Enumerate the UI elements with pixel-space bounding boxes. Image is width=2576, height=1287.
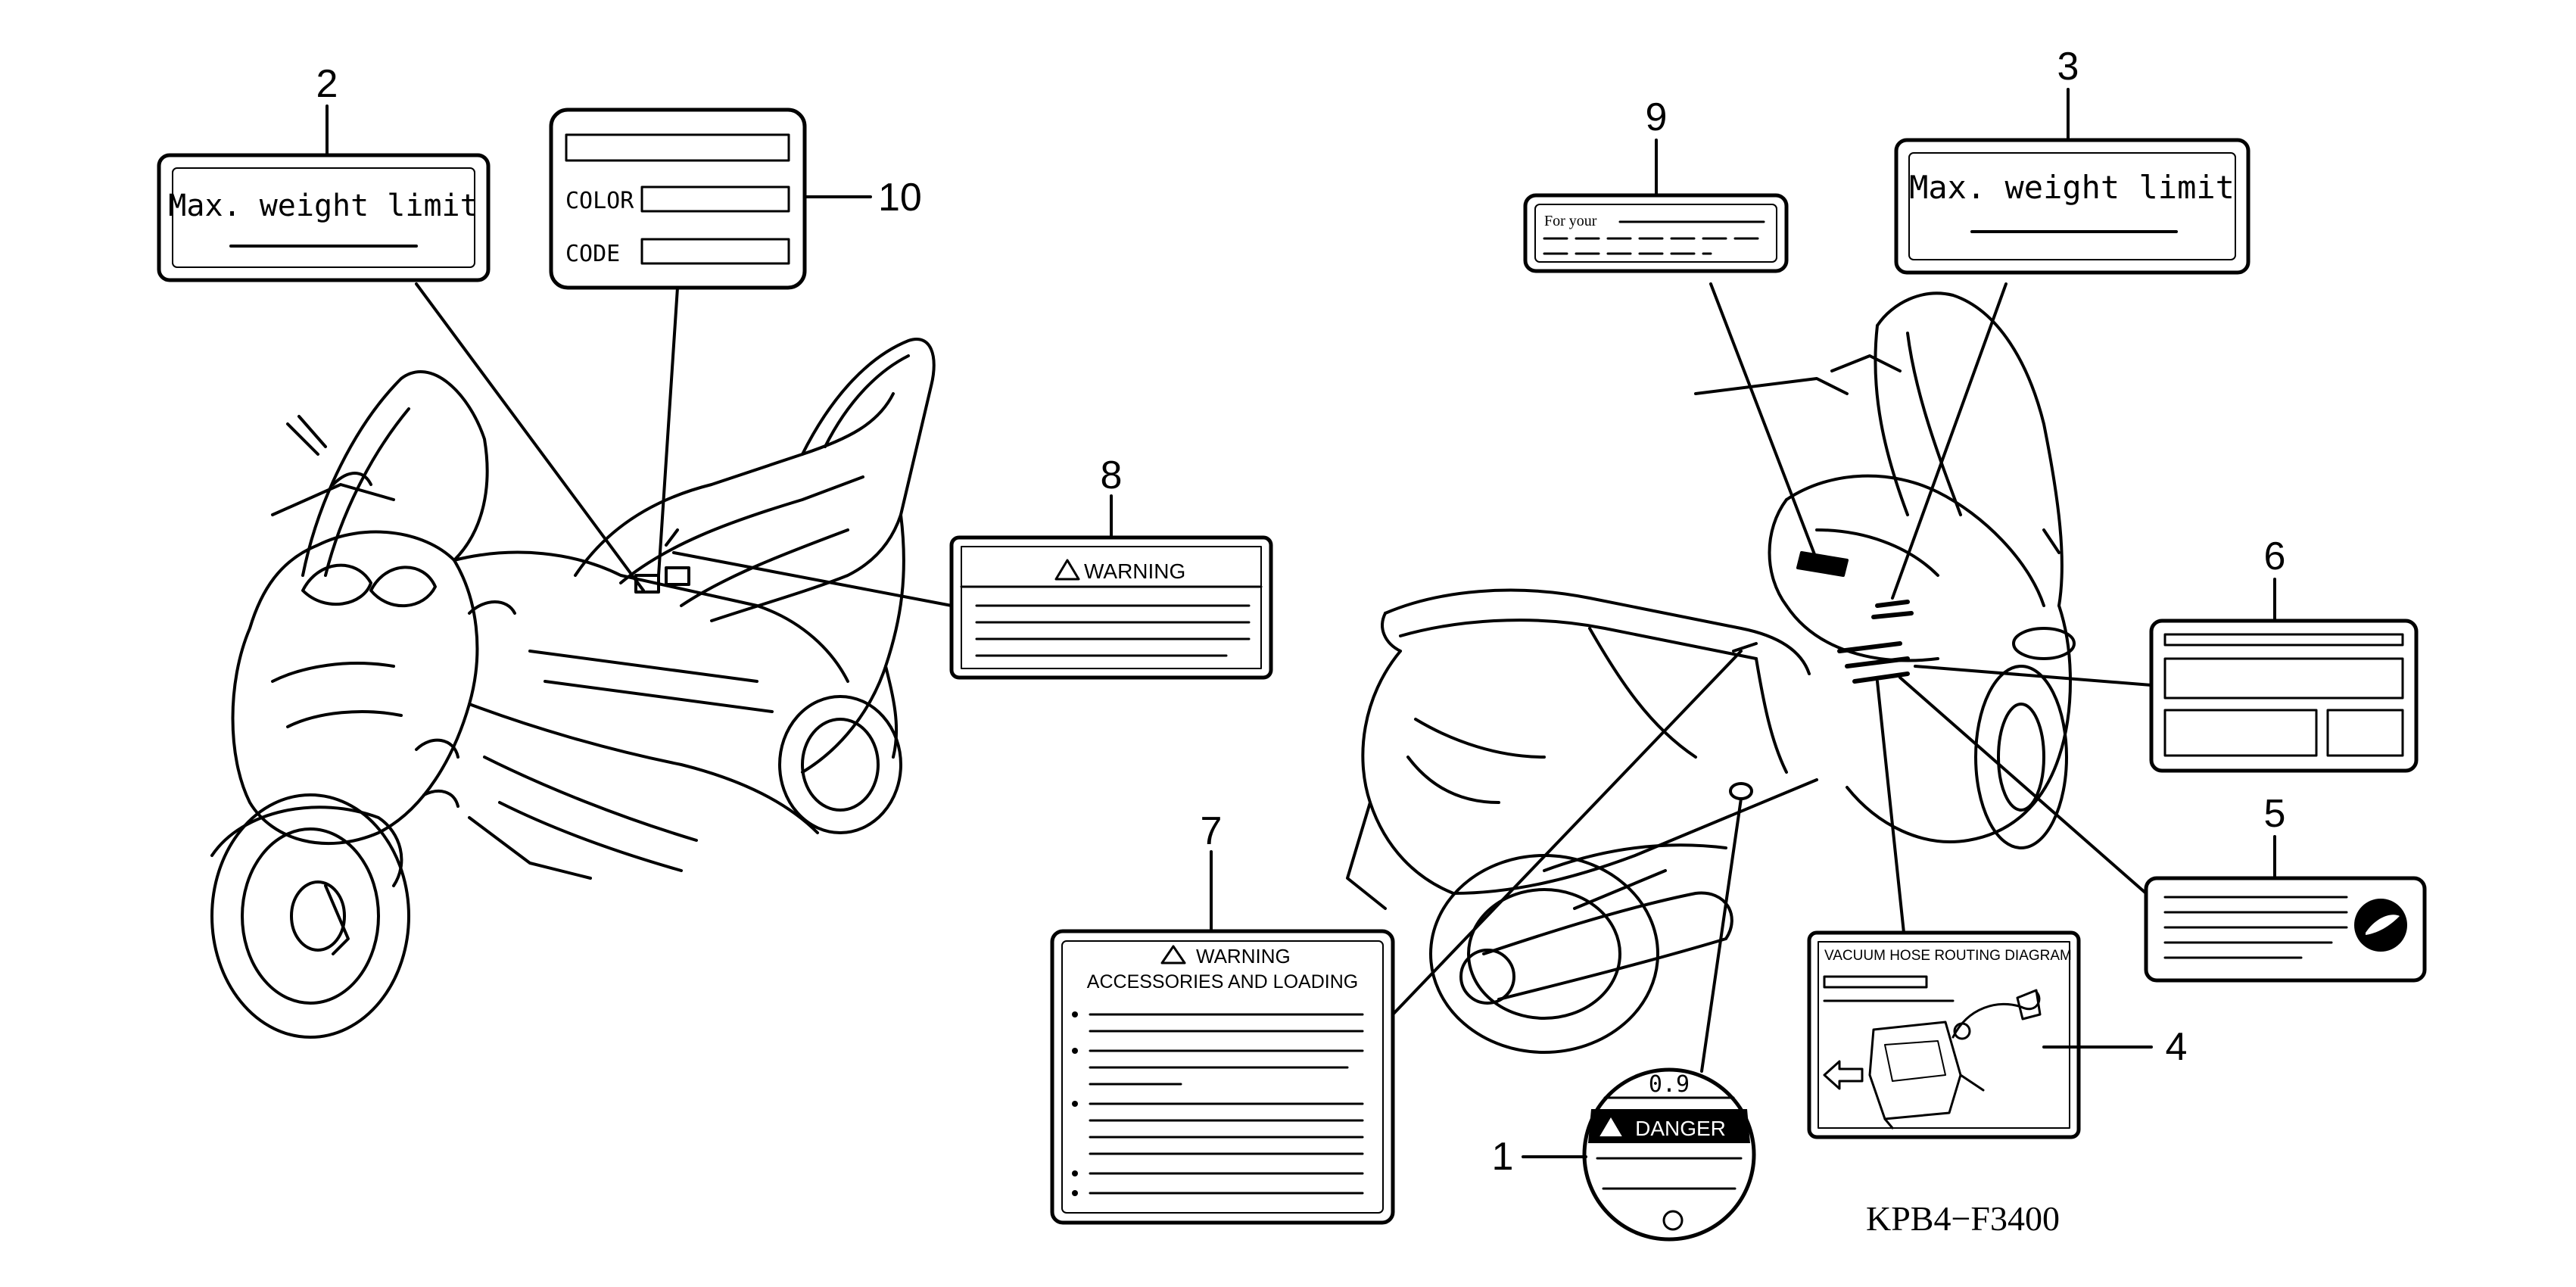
scooter-left-illustration (210, 338, 936, 1039)
label-10-color-code: COLOR CODE (549, 108, 807, 290)
leader-8-target (672, 551, 953, 607)
leader-7-target (1391, 650, 1743, 1016)
label-5-emission-label (2144, 876, 2427, 983)
callout-7: 7 (1201, 809, 1223, 853)
label-2-max-weight: Max. weight limit (157, 153, 491, 282)
label-3-max-weight: Max. weight limit (1894, 138, 2250, 275)
callout-1: 1 (1492, 1135, 1514, 1179)
honda-wing-icon (2354, 899, 2407, 952)
label-9-for-your: For your (1523, 193, 1789, 273)
label-7-warning-text: WARNING (1196, 945, 1291, 968)
label-10-color-text: COLOR (565, 188, 634, 214)
leader-1-target (1700, 797, 1743, 1073)
label-6-info-plate (2149, 619, 2419, 773)
label-1-danger-text: DANGER (1635, 1117, 1726, 1140)
callout-8: 8 (1101, 453, 1123, 497)
leader-9-target (1709, 282, 1818, 562)
label-2-max-weight-text: Max. weight limit (168, 189, 478, 223)
callout-6: 6 (2264, 534, 2286, 578)
label-7-accessories-text: ACCESSORIES AND LOADING (1087, 971, 1358, 993)
leader-3-target (1891, 282, 2008, 600)
label-4-vacuum-hose-diagram: VACUUM HOSE ROUTING DIAGRAM (1807, 930, 2081, 1139)
callout-4: 4 (2166, 1025, 2188, 1069)
callout-2: 2 (316, 62, 338, 106)
diagram-code: KPB4−F3400 (1866, 1199, 2060, 1238)
label-3-max-weight-text: Max. weight limit (1909, 169, 2235, 206)
label-9-for-your-text: For your (1544, 213, 1597, 229)
warning-triangle-icon (1054, 559, 1080, 581)
label-7-accessories-warning: WARNING ACCESSORIES AND LOADING (1050, 929, 1395, 1225)
warning-triangle-icon (1160, 945, 1186, 964)
leader-6-target (1914, 665, 2153, 687)
leader-2-target (415, 282, 645, 592)
label-4-vacuum-text: VACUUM HOSE ROUTING DIAGRAM (1824, 948, 2072, 964)
callout-10: 10 (878, 176, 922, 220)
label-8-warning: WARNING (949, 535, 1273, 680)
leader-5-target (1899, 676, 2148, 895)
label-10-code-text: CODE (565, 241, 620, 267)
label-8-warning-text: WARNING (1084, 559, 1185, 583)
callout-3: 3 (2057, 45, 2079, 89)
direction-arrow-icon (1823, 1060, 1864, 1090)
scooter-right-illustration (1346, 291, 2076, 1054)
leader-4-target (1876, 680, 1905, 934)
warning-triangle-icon (1599, 1117, 1622, 1136)
label-1-pressure-text: 0.9 (1649, 1071, 1690, 1098)
callout-5: 5 (2264, 792, 2286, 836)
label-1-danger-circle: 0.9 DANGER (1582, 1067, 1756, 1242)
honda-wing-icon (1662, 1210, 1684, 1231)
callout-9: 9 (1646, 95, 1668, 139)
leader-10-target (657, 286, 679, 577)
